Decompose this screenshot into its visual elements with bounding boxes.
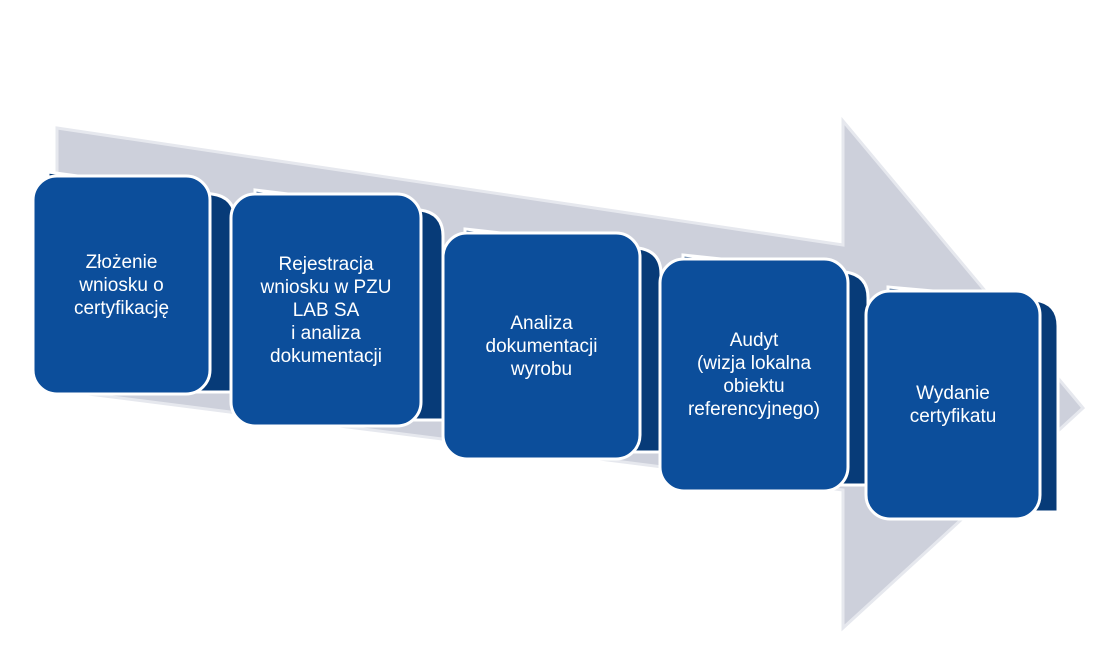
step-label-4: Audyt (wizja lokalna obiektu referencyjn…	[687, 330, 821, 420]
step-label-2: Rejestracja wniosku w PZU LAB SA i anali…	[260, 253, 392, 367]
step-box-1	[31, 170, 237, 396]
step-box-5	[864, 285, 1060, 521]
step-label-5: Wydanie certyfikatu	[909, 383, 997, 427]
step-box-2	[229, 188, 445, 428]
step-box-3	[441, 227, 663, 461]
step-label-3: Analiza dokumentacji wyrobu	[485, 312, 598, 380]
step-label-1: Złożenie wniosku o certyfikację	[73, 251, 170, 319]
step-box-4	[658, 253, 870, 493]
